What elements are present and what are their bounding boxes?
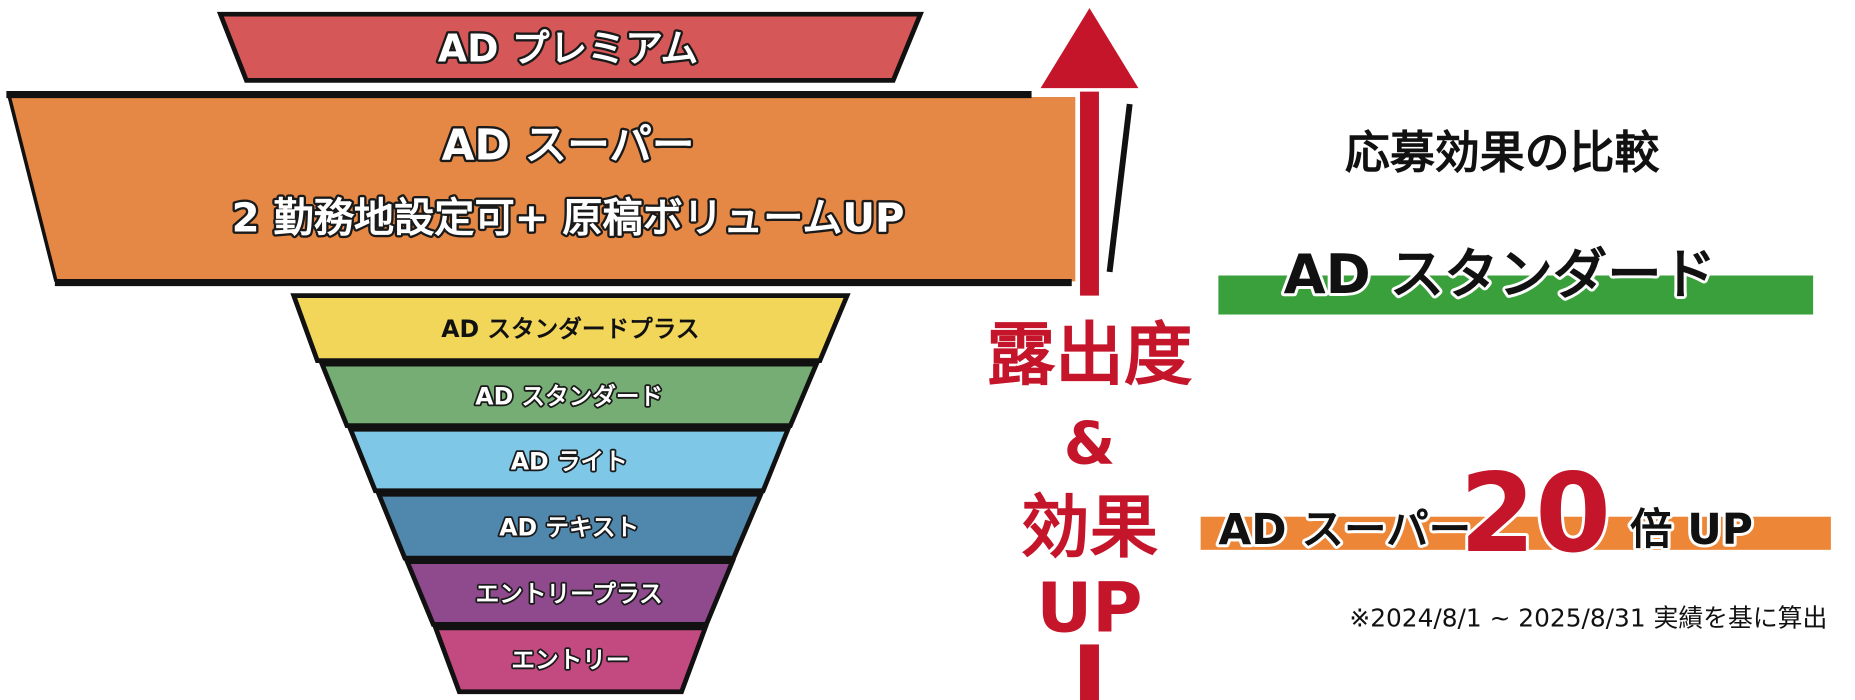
result-suffix: 倍 UP xyxy=(1630,505,1753,555)
super-feature-label: 2 勤務地設定可+ 原稿ボリュームUP xyxy=(232,196,905,242)
super-label: AD スーパー xyxy=(442,121,695,171)
baseline-label: AD スタンダード xyxy=(1284,243,1716,306)
premium-label: AD プレミアム xyxy=(438,26,698,70)
tier-standard-plus: AD スタンダードプラス xyxy=(290,293,851,364)
tier-label: AD ライト xyxy=(511,447,628,475)
tier-label: エントリー xyxy=(511,646,629,674)
tier-label: AD スタンダード xyxy=(475,382,663,410)
tier-standard: AD スタンダード xyxy=(318,361,820,429)
arrow-head-icon xyxy=(1034,1,1145,92)
arrow-label-effect: 効果 xyxy=(1021,488,1159,568)
comparison-panel: 応募効果の比較 AD スタンダード AD スーパー 20 倍 UP ※2024/… xyxy=(1200,126,1831,633)
tier-entry-plus: エントリープラス xyxy=(403,559,736,627)
up-arrow: 露出度 & 効果 UP xyxy=(964,1,1215,700)
tier-label: エントリープラス xyxy=(476,580,663,608)
tier-text: AD テキスト xyxy=(375,491,765,561)
arrow-label-exposure: 露出度 xyxy=(987,315,1193,395)
result-multiplier: 20 xyxy=(1460,450,1611,577)
tier-entry: エントリー xyxy=(432,625,709,695)
arrow-label-and: & xyxy=(1064,409,1116,478)
tier-light: AD ライト xyxy=(346,426,792,494)
tier-label: AD テキスト xyxy=(499,514,639,542)
tier-super: AD スーパー 2 勤務地設定可+ 原稿ボリュームUP xyxy=(6,91,1133,287)
arrow-label-up: UP xyxy=(1037,568,1143,648)
baseline-bar xyxy=(1218,275,1814,315)
tier-label: AD スタンダードプラス xyxy=(441,315,699,343)
premium-band xyxy=(216,11,924,83)
result-bar xyxy=(1200,516,1831,550)
super-band xyxy=(9,96,1079,282)
tier-premium: AD プレミアム xyxy=(216,11,924,83)
result-prefix: AD スーパー xyxy=(1218,505,1471,555)
comparison-title: 応募効果の比較 xyxy=(1345,126,1661,179)
footnote: ※2024/8/1 ~ 2025/8/31 実績を基に算出 xyxy=(1349,604,1827,633)
